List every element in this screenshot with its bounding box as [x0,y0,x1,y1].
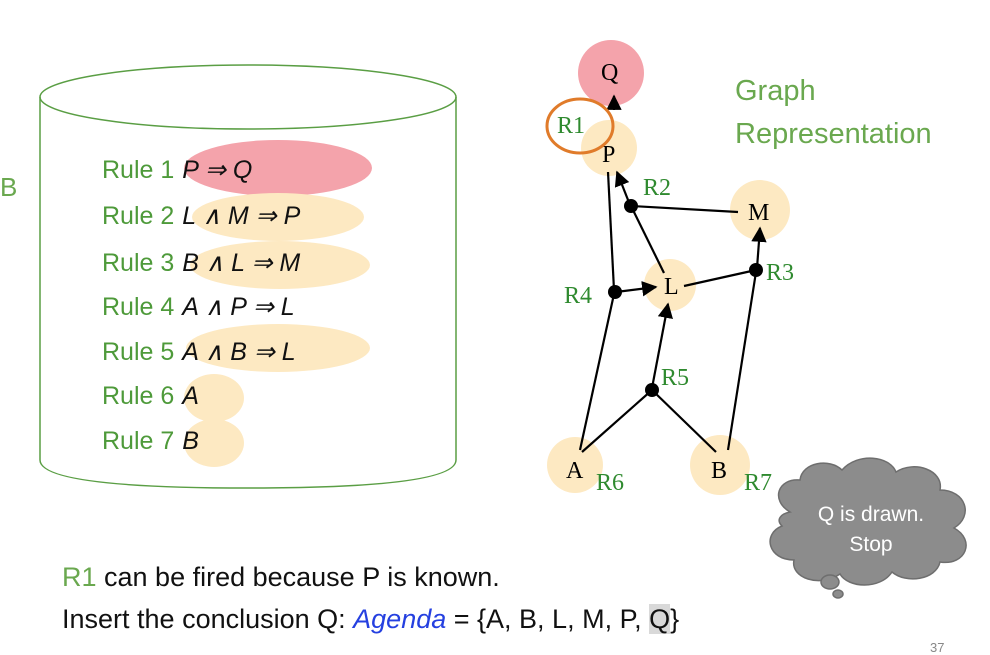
agenda-new-item: Q [649,604,671,634]
caption-line2-suffix: } [670,604,680,634]
page-number: 37 [930,640,945,655]
rule2-highlight [192,193,364,241]
rule-label-r7: R7 [744,470,772,496]
node-m-highlight [730,180,790,240]
agenda-label: Agenda [353,604,447,634]
edge-a-r5 [581,389,653,453]
graph-title-line1: Graph [735,75,816,107]
kb-edge-label: B [0,172,18,202]
rule-label-r1: R1 [557,113,585,139]
edge-b-r3 [726,271,758,451]
node-q: Q [601,60,618,86]
cloud-text-line1: Q is drawn. [817,503,925,526]
graph-edges [578,94,767,453]
rule-label-r5: R5 [661,365,689,391]
caption-line2-middle: = {A, B, L, M, P, [446,604,650,634]
node-q-highlight [578,40,644,106]
node-l: L [664,274,679,300]
edge-l-r3 [683,268,757,288]
rule-label-r4: R4 [564,283,592,309]
edge-m-r2 [631,204,739,214]
node-l-highlight [644,259,696,311]
edge-r2-p [614,170,632,206]
rule5-highlight [186,324,370,372]
edge-r4-l [615,281,658,297]
cloud-text-line2: Stop [849,533,893,556]
rule6-highlight [184,374,244,422]
node-b-highlight [690,435,750,495]
node-a-highlight [547,437,603,493]
cloud-text: Q is drawn. Stop [796,500,946,560]
r4-junction [608,285,622,299]
caption-line1-text: can be fired because P is known. [96,562,500,592]
rule3-highlight [190,241,370,289]
graph-title: Graph Representation [735,70,932,156]
node-p-highlight [581,120,637,176]
edge-r3-m [751,226,767,269]
caption-rule-ref: R1 [62,562,97,592]
edge-l-r2 [631,207,665,274]
node-m: M [748,200,769,226]
caption-line-1: R1 can be fired because P is known. [62,562,500,593]
rule-label-r2: R2 [643,175,671,201]
rule7-highlight [184,419,244,467]
node-b: B [711,458,727,484]
r3-junction [749,263,763,277]
rule-label-r3: R3 [766,260,794,286]
edge-a-r4 [578,293,616,451]
rule-label-r6: R6 [596,470,624,496]
rule1-highlight [184,140,372,196]
node-a: A [566,458,584,484]
r2-junction [624,199,638,213]
r5-junction [645,383,659,397]
edge-r5-l [650,302,673,389]
node-p: P [602,142,615,168]
r1-focus-circle [545,97,615,155]
edge-b-r5 [651,389,717,453]
graph-title-line2: Representation [735,118,932,150]
caption-line2-prefix: Insert the conclusion Q: [62,604,354,634]
caption-line-2: Insert the conclusion Q: Agenda = {A, B,… [62,604,679,635]
knowledge-base-cylinder [39,64,457,489]
edge-p-r4 [606,171,616,291]
thought-cloud [769,457,967,599]
